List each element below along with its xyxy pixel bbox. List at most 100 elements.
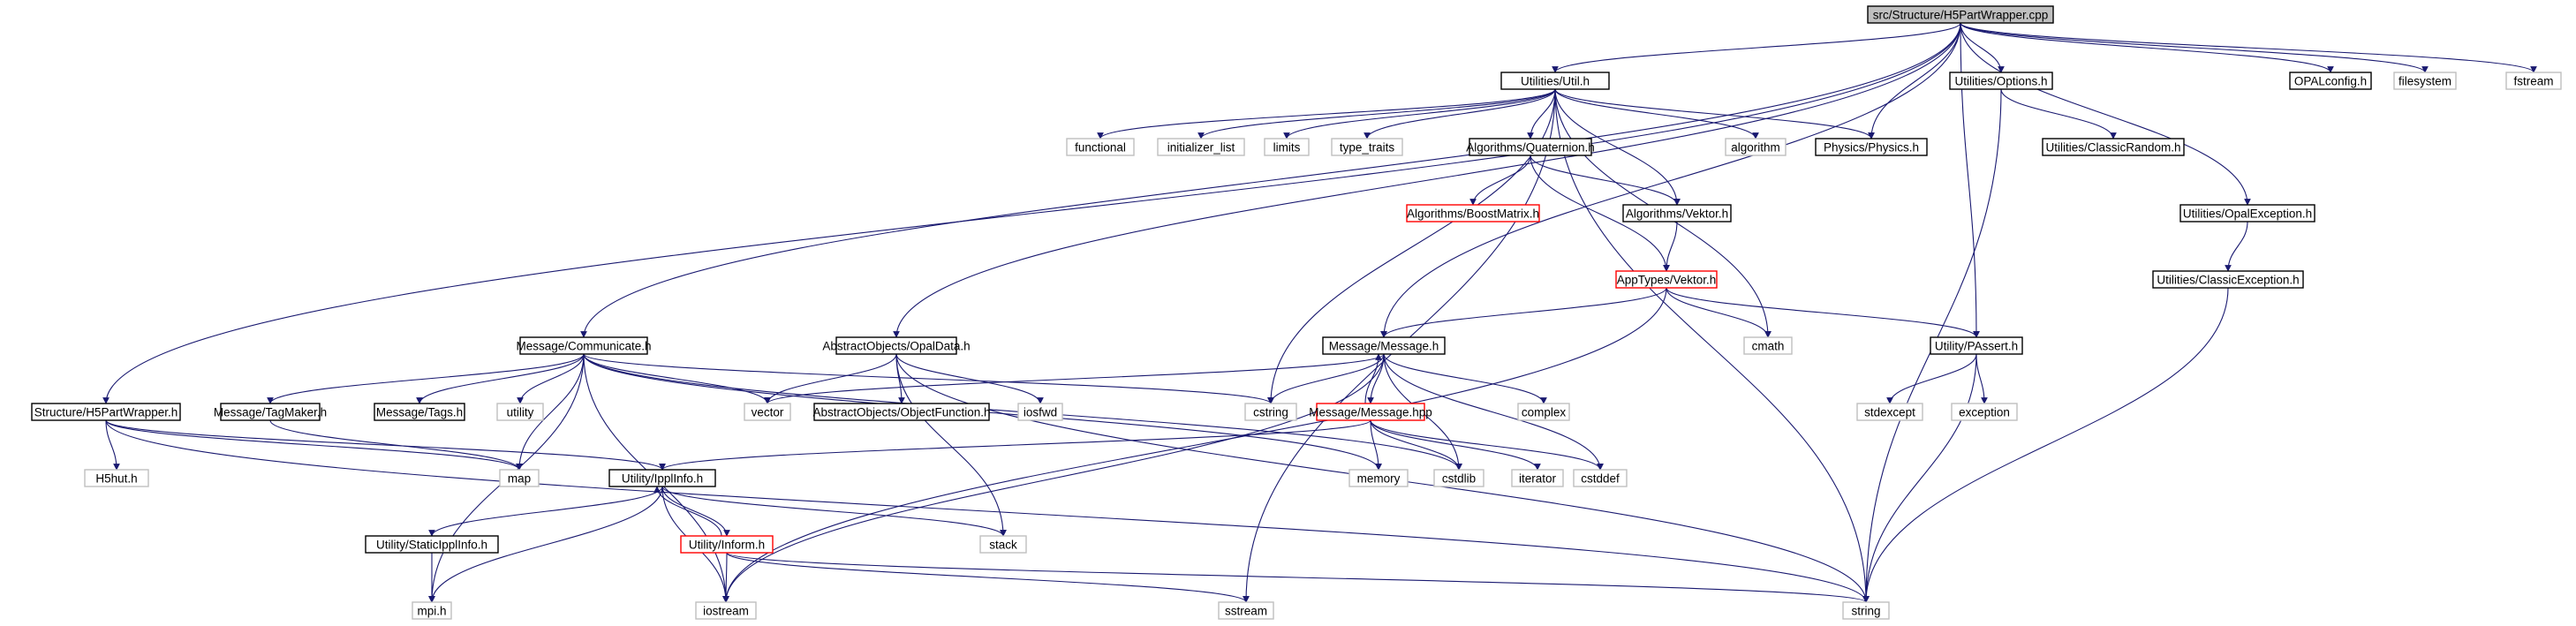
node-box [1322,336,1446,355]
node-boostmatrix[interactable]: Algorithms/BoostMatrix.h [1406,204,1540,222]
node-label: Message/Communicate.h [516,340,651,353]
node-box [519,336,648,355]
edge-root-to-h5pw [102,22,1961,404]
node-root[interactable]: src/Structure/H5PartWrapper.cpp [1867,5,2054,24]
node-label: map [508,472,531,486]
edge-passert-to-stdexcept [1886,353,1977,404]
edge-apptypesvektor-to-passert [1666,287,1980,338]
edge-inform-to-iostream [722,552,729,603]
node-label: cstdlib [1442,472,1476,486]
node-label: cstddef [1581,472,1620,486]
node-label: exception [1959,406,2010,419]
node-box [1406,204,1540,222]
node-message[interactable]: Message/Message.h [1322,336,1446,355]
edge-util-to-limits [1283,88,1556,140]
edge-communicate-to-cstring [583,353,1274,404]
node-box [1469,138,1592,156]
node-box [84,469,149,487]
edge-util-to-algvektor [1554,88,1681,206]
edge-root-to-opalconfig [1960,22,2334,73]
node-options[interactable]: Utilities/Options.h [1949,72,2053,90]
node-opalexception[interactable]: Utilities/OpalException.h [2179,204,2315,222]
edge-apptypesvektor-to-cmath [1666,287,1771,338]
node-utility: utility [496,403,544,421]
node-label: Message/TagMaker.h [214,406,327,419]
node-memory: memory [1348,469,1409,487]
node-box [1949,72,2053,90]
edge-passert-to-string [1862,353,1977,603]
node-mpi: mpi.h [412,601,452,620]
edge-apptypesvektor-to-iostream [722,287,1667,603]
node-box [2505,72,2562,90]
edge-communicate-to-utility [517,353,585,404]
node-h5pw[interactable]: Structure/H5PartWrapper.h [31,403,181,421]
node-exception: exception [1951,403,2018,421]
node-label: iosfwd [1024,406,1057,419]
edge-ipplinfo-to-staticippl [428,486,663,537]
node-apptypesvektor[interactable]: AppTypes/Vektor.h [1615,270,1718,289]
node-label: string [1851,605,1880,618]
node-physics[interactable]: Physics/Physics.h [1815,138,1928,156]
node-passert[interactable]: Utility/PAssert.h [1930,336,2023,355]
node-map: map [499,469,540,487]
node-classicexception[interactable]: Utilities/ClassicException.h [2152,270,2304,289]
node-box [2289,72,2372,90]
node-box [1951,403,2018,421]
node-box [1743,336,1793,355]
node-box [2152,270,2304,289]
node-box [374,403,465,421]
node-objfunc[interactable]: AbstractObjects/ObjectFunction.h [812,403,991,421]
edge-root-to-filesystem [1960,22,2429,73]
node-box [1856,403,1923,421]
node-algvektor[interactable]: Algorithms/Vektor.h [1622,204,1732,222]
node-label: stdexcept [1864,406,1915,419]
node-label: iostream [703,605,749,618]
node-quaternion[interactable]: Algorithms/Quaternion.h [1466,138,1595,156]
node-box [695,601,757,620]
node-box [813,403,990,421]
node-communicate[interactable]: Message/Communicate.h [516,336,652,355]
node-label: Message/Message.h [1329,340,1439,353]
edge-h5pw-to-map [105,419,523,471]
node-box [1066,138,1135,156]
edge-communicate-to-tagmaker [267,353,585,404]
edge-ipplinfo-to-inform [661,486,730,537]
node-iostream: iostream [695,601,757,620]
node-ipplinfo[interactable]: Utility/IpplInfo.h [608,469,716,487]
node-box [1244,403,1297,421]
edge-root-to-opaldata [893,22,1961,338]
edge-h5pw-to-ipplinfo [105,419,666,471]
node-box [499,469,540,487]
node-label: Utilities/ClassicRandom.h [2045,141,2180,155]
node-label: complex [1522,406,1567,419]
edge-h5pw-to-string [105,419,1870,603]
node-opalconfig[interactable]: OPALconfig.h [2289,72,2372,90]
edge-message-to-vector [764,353,1385,404]
node-messagehpp[interactable]: Message/Message.hpp [1309,403,1432,421]
node-box [31,403,181,421]
node-iosfwd: iosfwd [1017,403,1063,421]
node-tagmaker[interactable]: Message/TagMaker.h [214,403,327,421]
node-label: functional [1075,141,1126,155]
node-box [1615,270,1718,289]
edge-util-to-functional [1097,88,1556,140]
node-h5hut: H5hut.h [84,469,149,487]
node-label: fstream [2513,75,2553,88]
node-iterator: iterator [1511,469,1564,487]
node-box [680,535,774,554]
node-box [608,469,716,487]
node-box [1842,601,1890,620]
node-label: Utility/Inform.h [689,539,765,552]
node-box [1316,403,1425,421]
node-label: Algorithms/Vektor.h [1626,207,1728,221]
node-util[interactable]: Utilities/Util.h [1500,72,1610,90]
node-opaldata[interactable]: AbstractObjects/OpalData.h [822,336,971,355]
edge-root-to-message [1380,22,1961,338]
node-inform[interactable]: Utility/Inform.h [680,535,774,554]
node-classicrandom[interactable]: Utilities/ClassicRandom.h [2042,138,2185,156]
node-staticippl[interactable]: Utility/StaticIpplInfo.h [365,535,499,554]
node-tags[interactable]: Message/Tags.h [374,403,465,421]
edge-util-to-cstring [1267,88,1556,404]
node-box [1433,469,1484,487]
